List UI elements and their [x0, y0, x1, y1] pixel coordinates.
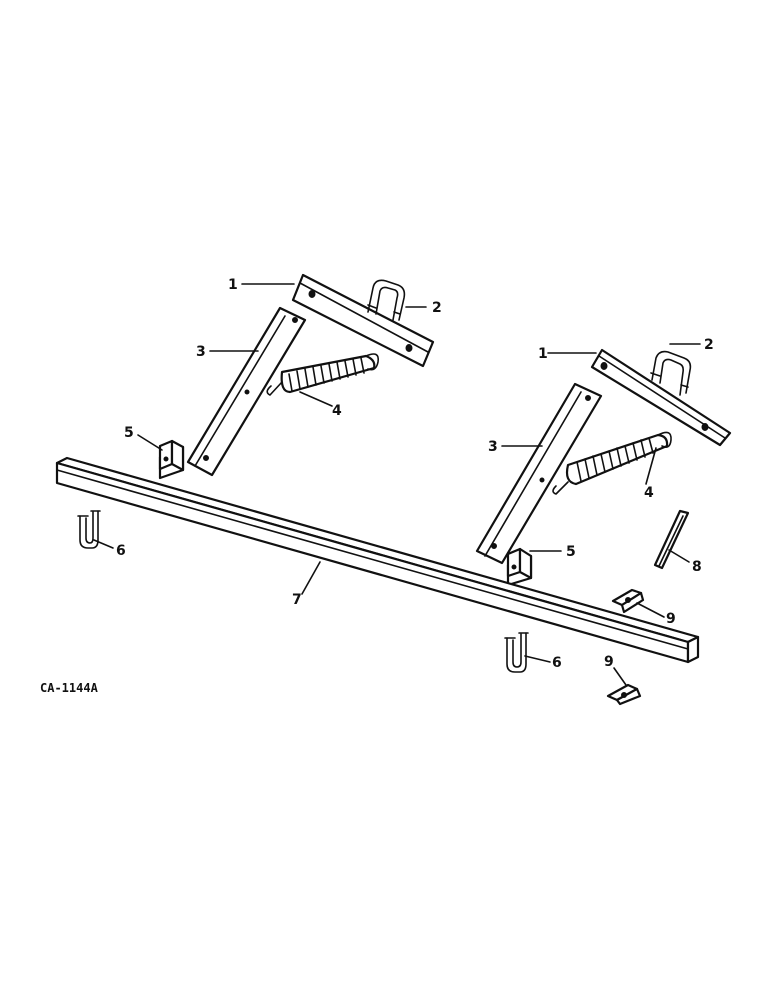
left-mounting-angle	[291, 273, 435, 368]
callout-5: 5	[566, 544, 576, 560]
right-spring	[552, 431, 672, 495]
lower-clip	[606, 683, 642, 706]
callout-3: 3	[488, 439, 498, 455]
callout-2: 2	[704, 337, 714, 353]
callout-4: 4	[332, 403, 342, 419]
callout-labels: 1 2 3 4 5 6 7 1 2 3 4 5 8 9 6 9	[116, 277, 714, 671]
channel-bar	[55, 456, 700, 664]
callout-1: 1	[228, 277, 238, 293]
callout-9: 9	[666, 611, 676, 627]
left-bracket	[158, 439, 185, 480]
pin	[653, 509, 690, 570]
left-u-hook	[77, 510, 101, 549]
callout-3: 3	[196, 344, 206, 360]
upper-clip	[611, 588, 645, 614]
callout-1: 1	[538, 346, 548, 362]
left-spring	[266, 353, 380, 396]
right-u-bolt	[650, 350, 692, 396]
callout-9: 9	[604, 654, 614, 670]
drawing-reference-code: CA-1144A	[40, 681, 99, 695]
right-brace	[475, 382, 603, 565]
callout-7: 7	[292, 592, 302, 608]
right-mounting-angle	[590, 348, 732, 447]
callout-2: 2	[432, 300, 442, 316]
left-u-bolt	[367, 279, 406, 321]
callout-6: 6	[116, 543, 126, 559]
right-u-hook	[504, 632, 529, 673]
callout-5: 5	[124, 425, 134, 441]
left-brace	[186, 306, 307, 477]
leader-lines	[93, 283, 701, 686]
right-bracket	[506, 547, 533, 587]
callout-6: 6	[552, 655, 562, 671]
callout-8: 8	[692, 559, 702, 575]
callout-4: 4	[644, 485, 654, 501]
